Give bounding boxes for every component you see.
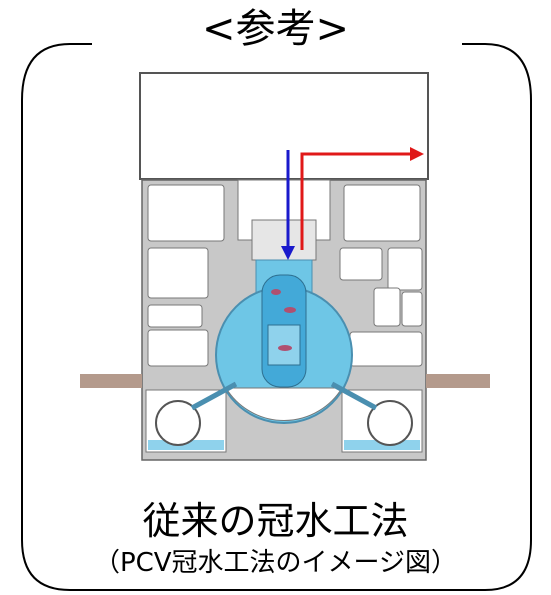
room xyxy=(401,291,423,327)
suppression-chamber-right xyxy=(367,400,413,446)
room xyxy=(339,247,383,281)
upper-building-block xyxy=(139,72,429,180)
room xyxy=(147,304,203,328)
caption-main: 従来の冠水工法 xyxy=(142,499,409,543)
heading-reference: <参考> xyxy=(201,6,350,52)
water-inflow-arrow xyxy=(281,150,295,260)
room xyxy=(147,247,209,299)
suppression-chamber-left xyxy=(155,400,201,446)
pcv-flooding-diagram xyxy=(80,72,490,461)
room xyxy=(147,329,209,367)
debris xyxy=(278,345,292,351)
caption-sub: （PCV冠水工法のイメージ図） xyxy=(93,548,458,578)
ground-left xyxy=(80,374,142,388)
room xyxy=(373,287,401,327)
room xyxy=(343,184,421,242)
debris xyxy=(284,307,296,313)
room xyxy=(387,247,423,291)
ground-right xyxy=(426,374,490,388)
room xyxy=(349,331,423,367)
room xyxy=(147,184,225,242)
debris xyxy=(271,289,281,295)
water-outflow-arrow xyxy=(300,147,424,250)
